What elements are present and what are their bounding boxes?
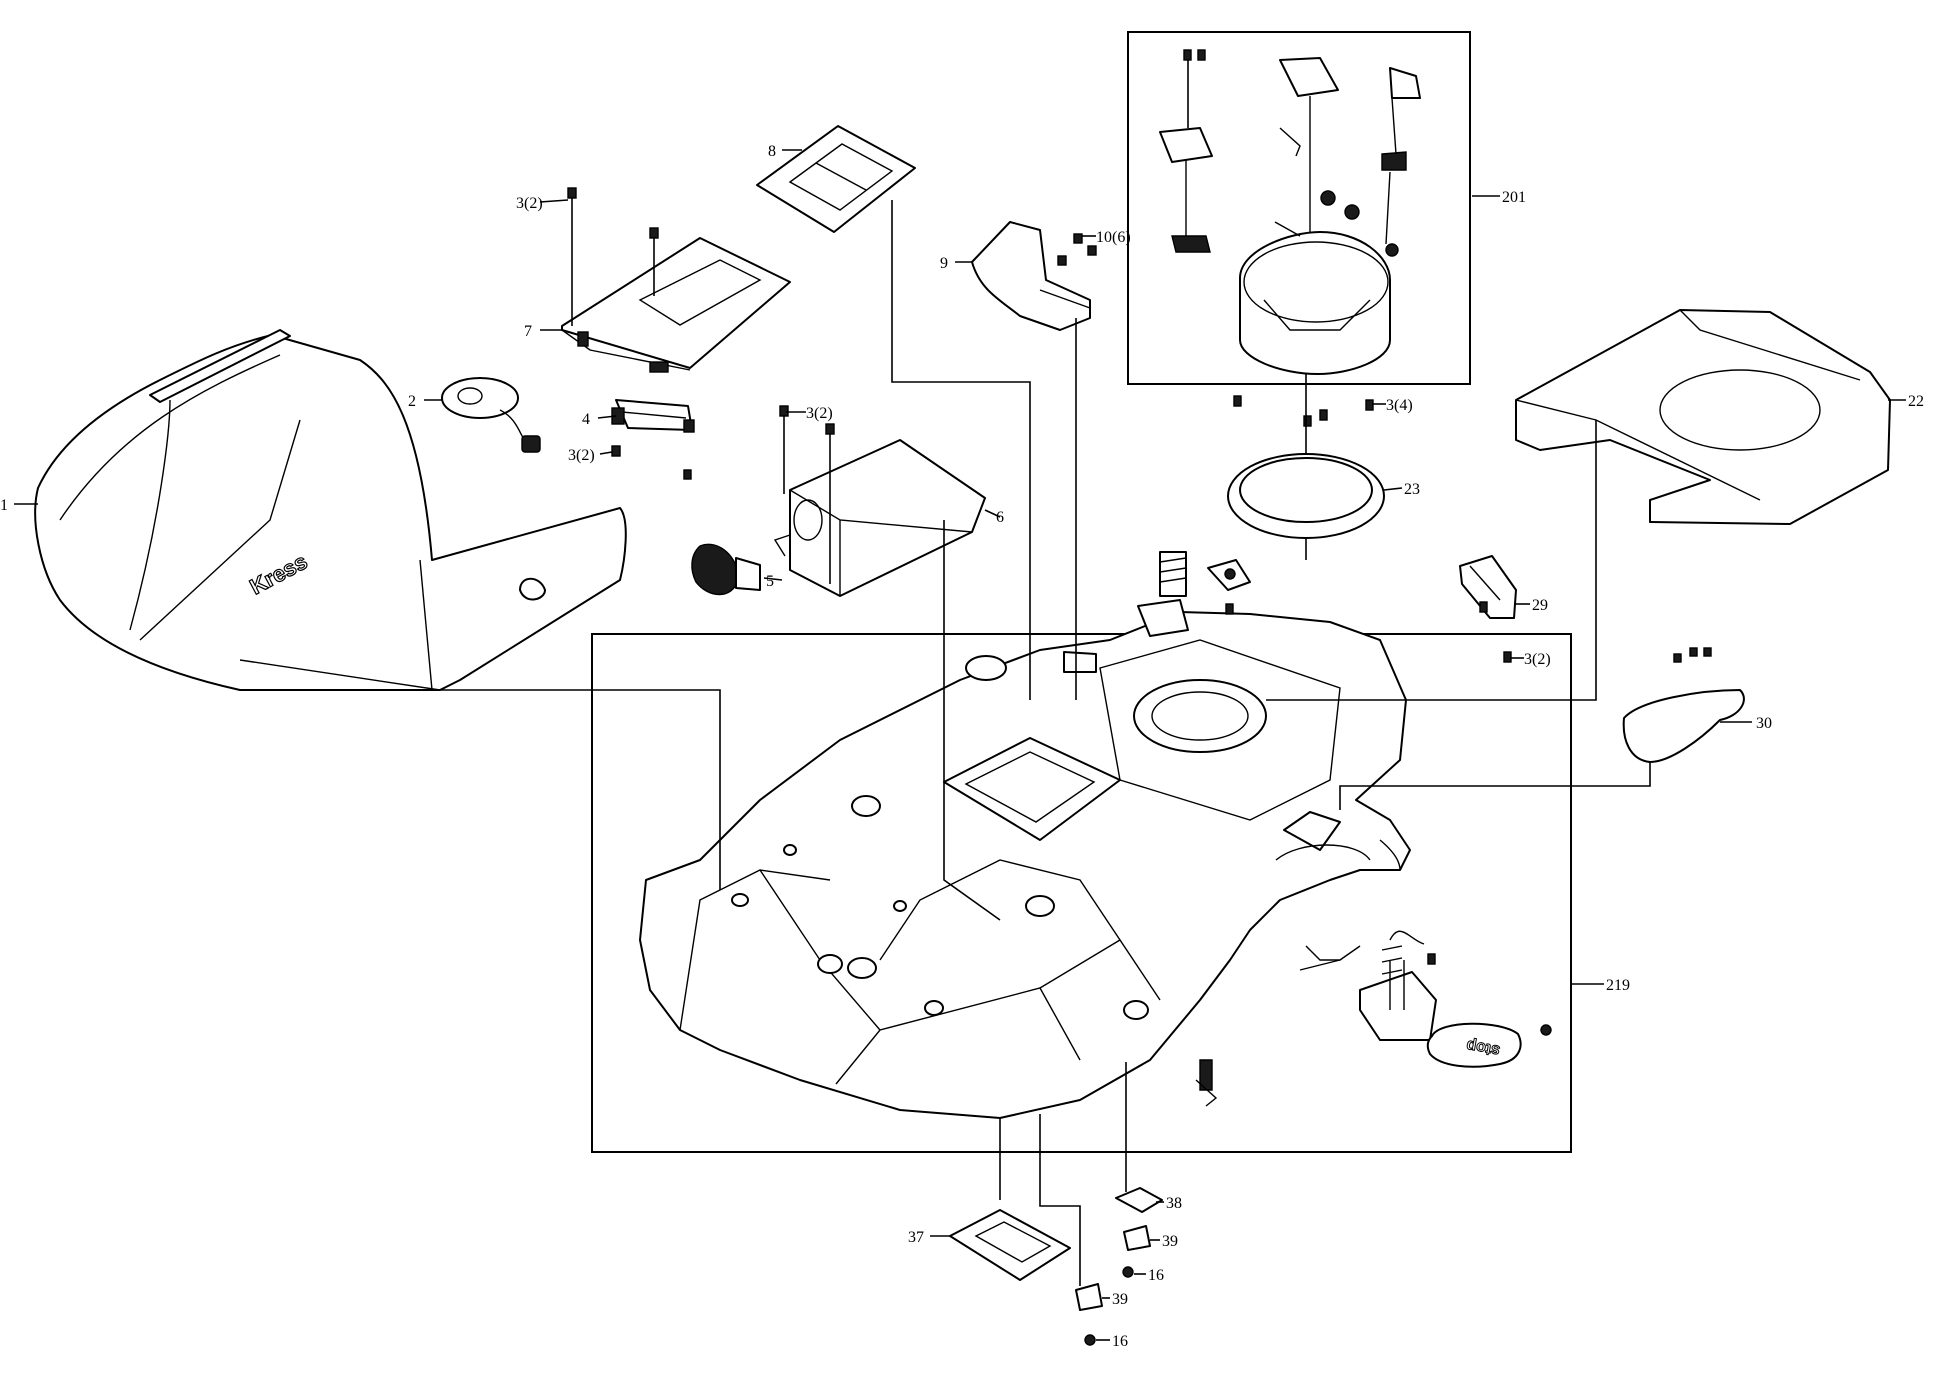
callout-2: 2 (408, 393, 416, 410)
part-201-subassembly (1159, 57, 1421, 375)
part-7-tray (561, 237, 791, 373)
callout-3-c: 3(2) (806, 405, 833, 422)
part-30-cover-panel (1622, 689, 1745, 763)
part-29-latch (1459, 555, 1517, 619)
callout-39-a: 39 (1162, 1233, 1178, 1250)
part-9-flap (971, 221, 1091, 331)
callout-labels: 1 2 3(2) 3(2) 3(2) 3(4) 3(2) 4 5 6 7 8 9… (0, 143, 1924, 1350)
part-8-plate (756, 125, 916, 233)
part-5-cap (691, 543, 761, 596)
part-6-housing (773, 439, 986, 597)
callout-22: 22 (1908, 393, 1924, 410)
callout-23: 23 (1404, 481, 1420, 498)
callout-37: 37 (908, 1229, 924, 1246)
callout-3-e: 3(2) (1524, 651, 1551, 668)
part-22-bumper-frame (1515, 309, 1891, 525)
callout-5: 5 (766, 573, 774, 590)
callout-16-b: 16 (1112, 1333, 1128, 1350)
callout-38: 38 (1166, 1195, 1182, 1212)
callout-201: 201 (1502, 189, 1526, 206)
leader-lines (14, 149, 1906, 1341)
callout-39-b: 39 (1112, 1291, 1128, 1308)
callout-30: 30 (1756, 715, 1772, 732)
part-219-chassis (639, 611, 1411, 1119)
callout-8: 8 (768, 143, 776, 160)
callout-3-d: 3(4) (1386, 397, 1413, 414)
callout-29: 29 (1532, 597, 1548, 614)
callout-4: 4 (582, 411, 590, 428)
part-39-clip-b (1075, 1283, 1103, 1311)
callout-9: 9 (940, 255, 948, 272)
assembly-frame-219 (591, 633, 1572, 1153)
callout-10: 10(6) (1096, 229, 1131, 246)
spring-top (1137, 551, 1251, 637)
part-38-clip (1115, 1187, 1163, 1213)
callout-3-a: 3(2) (516, 195, 543, 212)
callout-1: 1 (0, 497, 8, 514)
part-23-ring (1227, 453, 1385, 539)
part-37-panel (949, 1209, 1071, 1281)
stop-button-assembly: stop (1359, 930, 1552, 1068)
screws (567, 49, 1712, 1346)
stop-button-logo: stop (1465, 1036, 1501, 1059)
callout-16-a: 16 (1148, 1267, 1164, 1284)
callout-3-b: 3(2) (568, 447, 595, 464)
part-4-bracket (611, 399, 695, 433)
callout-7: 7 (524, 323, 532, 340)
part-39-clip-a (1123, 1225, 1151, 1251)
part-2-knob (441, 377, 541, 453)
callout-219: 219 (1606, 977, 1630, 994)
callout-6: 6 (996, 509, 1004, 526)
assembly-frame-201 (1127, 31, 1471, 385)
part-1-top-cover: Kress (34, 329, 627, 691)
